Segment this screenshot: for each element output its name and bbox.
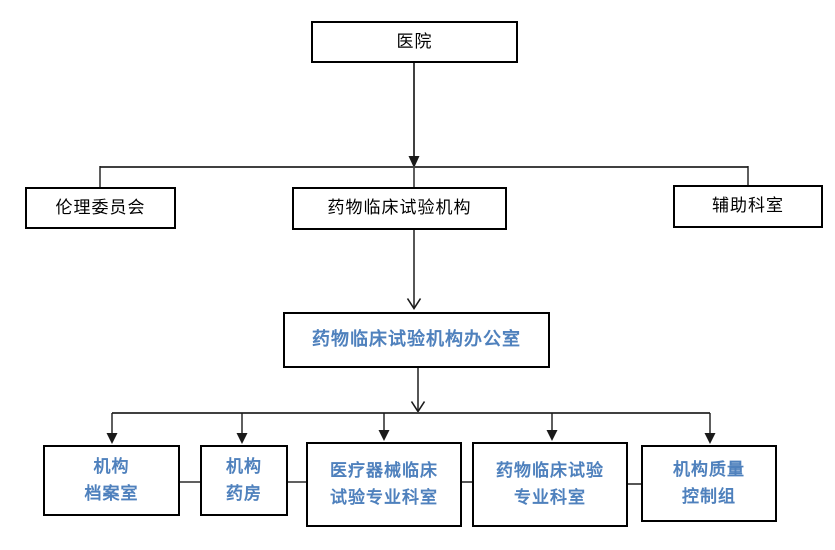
- node-archive-room-line2: 档案室: [84, 483, 139, 503]
- node-institution-office: 药物临床试验机构办公室: [283, 312, 550, 368]
- node-hospital-label: 医院: [396, 31, 433, 51]
- node-ethics-committee: 伦理委员会: [25, 187, 176, 229]
- arrowhead-archive: [106, 433, 118, 444]
- node-drug-trial-dept-line2: 专业科室: [514, 487, 586, 507]
- arrowhead-hospital-branch: [408, 156, 420, 168]
- node-auxiliary-depts: 辅助科室: [673, 185, 823, 228]
- node-pharmacy: 机构 药房: [200, 445, 288, 516]
- node-archive-room: 机构 档案室: [43, 445, 180, 516]
- arrowhead-pharmacy: [236, 433, 248, 444]
- node-drug-trial-dept: 药物临床试验 专业科室: [472, 442, 628, 527]
- node-quality-control-group-line1: 机构质量: [673, 460, 745, 480]
- node-device-trial-dept-line1: 医疗器械临床: [330, 461, 438, 481]
- node-pharmacy-line2: 药房: [226, 483, 262, 503]
- arrowhead-qc: [704, 433, 716, 444]
- node-trial-institution-label: 药物临床试验机构: [327, 198, 472, 218]
- node-drug-trial-dept-line1: 药物临床试验: [496, 461, 604, 481]
- arrowhead-drug: [546, 430, 558, 441]
- node-auxiliary-depts-label: 辅助科室: [712, 196, 784, 216]
- node-quality-control-group-line2: 控制组: [682, 486, 736, 506]
- node-archive-room-line1: 机构: [93, 457, 130, 477]
- node-institution-office-label: 药物临床试验机构办公室: [312, 329, 521, 350]
- node-trial-institution: 药物临床试验机构: [292, 187, 507, 230]
- node-quality-control-group: 机构质量 控制组: [641, 445, 777, 522]
- arrowhead-device: [378, 430, 390, 441]
- node-device-trial-dept-line2: 试验专业科室: [330, 487, 438, 507]
- arrowhead-bottom-branch: [410, 401, 426, 413]
- node-ethics-committee-label: 伦理委员会: [55, 197, 146, 217]
- node-pharmacy-line1: 机构: [226, 457, 262, 477]
- arrowhead-office: [406, 298, 422, 310]
- node-device-trial-dept: 医疗器械临床 试验专业科室: [306, 442, 462, 527]
- node-hospital: 医院: [311, 21, 518, 63]
